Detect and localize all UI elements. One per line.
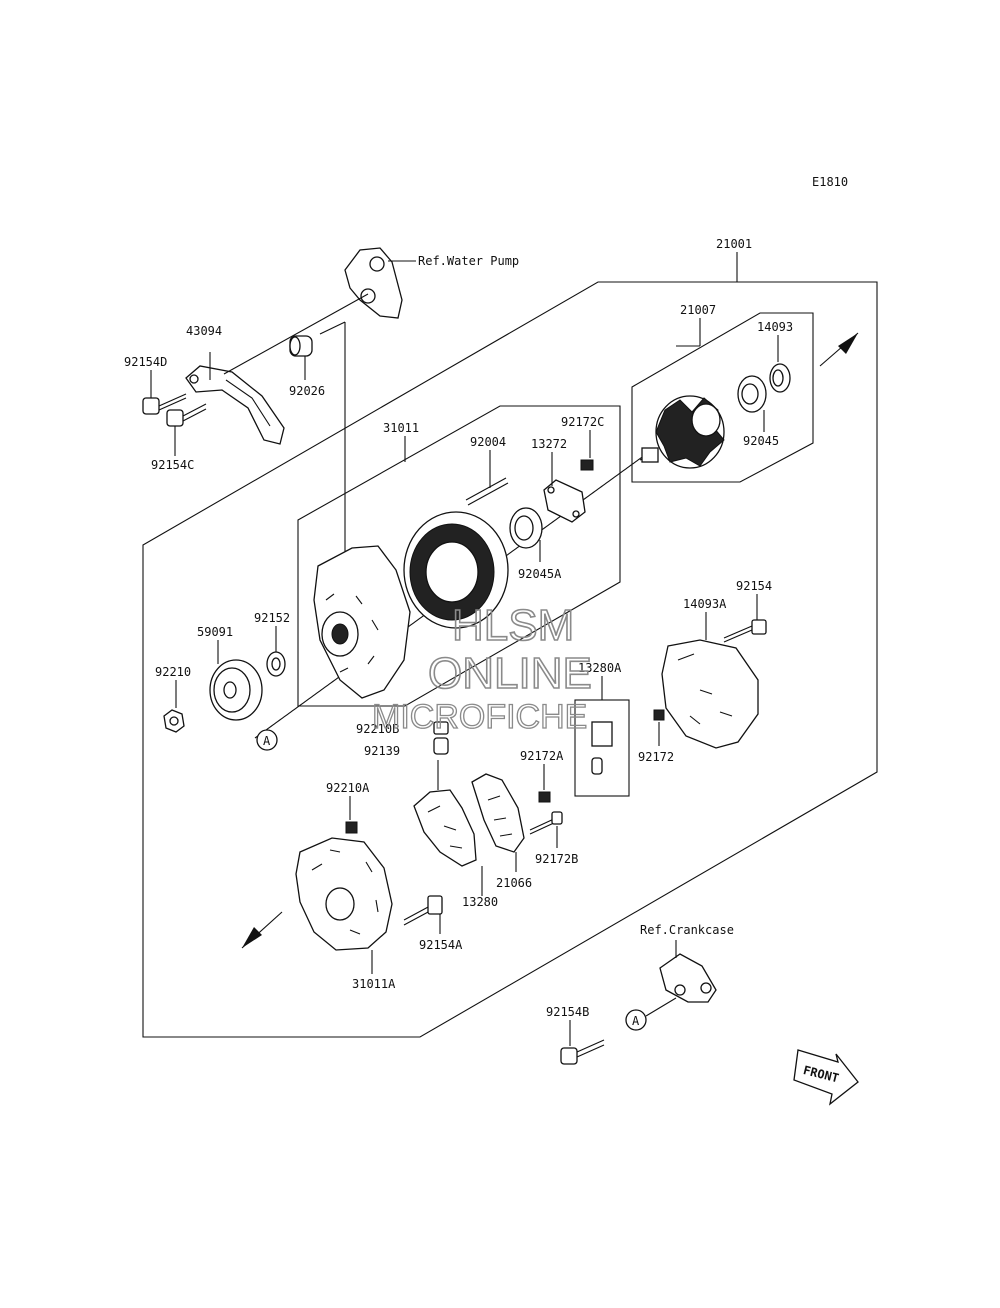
part-label-92004: 92004: [470, 435, 506, 449]
rectifier-13280: [413, 760, 477, 867]
assembly-outline-21001: [142, 281, 878, 1038]
bolt-92154D: [142, 393, 187, 415]
assembly-axis-lower: [241, 911, 283, 949]
part-label-92172C: 92172C: [561, 415, 604, 429]
bolt-92154: [723, 619, 767, 643]
bearing-14093: [769, 363, 791, 393]
part-label-92045: 92045: [743, 434, 779, 448]
svg-text:A: A: [632, 1014, 640, 1028]
screw-92172C: [580, 459, 594, 471]
watermark: HLSM ONLINE MICROFICHE: [371, 600, 592, 736]
diagram-id: E1810: [812, 175, 848, 189]
svg-text:MICROFICHE: MICROFICHE: [372, 698, 587, 736]
washer-92152: [266, 651, 286, 677]
subassembly-outline-31011: [297, 405, 621, 707]
nut-92210A: [345, 821, 358, 834]
water-pump-reference-part: [344, 247, 403, 319]
part-label-31011: 31011: [383, 421, 419, 435]
subassembly-outline-21007: [631, 312, 814, 483]
part-label-59091: 59091: [197, 625, 233, 639]
part-label-92154D: 92154D: [124, 355, 167, 369]
part-label-21007: 21007: [680, 303, 716, 317]
part-label-92210: 92210: [155, 665, 191, 679]
part-label-92154B: 92154B: [546, 1005, 589, 1019]
part-label-92210B: 92210B: [356, 722, 399, 736]
part-label-13280A: 13280A: [578, 661, 622, 675]
rear-cover-14093A: [661, 639, 759, 749]
callout-a-lower: A: [625, 1009, 647, 1031]
part-label-14093: 14093: [757, 320, 793, 334]
part-label-92172: 92172: [638, 750, 674, 764]
brush-holder-13280A: [591, 721, 613, 775]
ref-water-pump-label: Ref.Water Pump: [418, 254, 519, 268]
part-label-21066: 21066: [496, 876, 532, 890]
front-direction-arrow: FRONT: [793, 1049, 859, 1106]
screw-92172A: [538, 791, 551, 803]
part-label-92139: 92139: [364, 744, 400, 758]
stator: [403, 511, 509, 629]
callout-a-upper: A: [256, 729, 278, 751]
part-label-92210A: 92210A: [326, 781, 370, 795]
bolt-92154A: [403, 895, 443, 926]
nut-92210B: [433, 721, 449, 735]
bearing-92045A: [509, 507, 543, 549]
part-label-43094: 43094: [186, 324, 222, 338]
bracket-43094: [185, 365, 285, 445]
crankcase-reference-part: [659, 953, 717, 1003]
part-label-92154: 92154: [736, 579, 772, 593]
part-label-92172A: 92172A: [520, 749, 564, 763]
part-label-92172B: 92172B: [535, 852, 578, 866]
part-label-13280: 13280: [462, 895, 498, 909]
svg-text:A: A: [263, 734, 271, 748]
part-label-14093A: 14093A: [683, 597, 727, 611]
svg-text:ONLINE: ONLINE: [428, 649, 592, 698]
svg-text:HLSM: HLSM: [452, 601, 574, 650]
part-label-92045A: 92045A: [518, 567, 562, 581]
part-label-13272: 13272: [531, 437, 567, 451]
front-housing-31011: [313, 545, 411, 699]
pulley-59091: [209, 659, 263, 721]
part-label-31011A: 31011A: [352, 977, 396, 991]
nut-92210: [163, 709, 185, 733]
part-label-21001: 21001: [716, 237, 752, 251]
spacer-92026: [289, 335, 313, 357]
part-label-92154A: 92154A: [419, 938, 463, 952]
screw-92172B: [529, 811, 563, 835]
bolt-92154C: [166, 403, 207, 427]
part-label-92152: 92152: [254, 611, 290, 625]
bolt-92154B: [560, 1039, 605, 1065]
rotor-21007: [639, 395, 725, 469]
rear-housing-31011A: [295, 837, 393, 951]
screw-92172: [653, 709, 665, 721]
part-label-92154C: 92154C: [151, 458, 194, 472]
ref-crankcase-label: Ref.Crankcase: [640, 923, 734, 937]
bearing-92045: [737, 375, 767, 413]
insulator-92139: [433, 737, 449, 755]
regulator-21066: [471, 773, 525, 853]
part-label-92026: 92026: [289, 384, 325, 398]
plate-13272: [543, 479, 586, 523]
stud-92004: [465, 477, 509, 506]
